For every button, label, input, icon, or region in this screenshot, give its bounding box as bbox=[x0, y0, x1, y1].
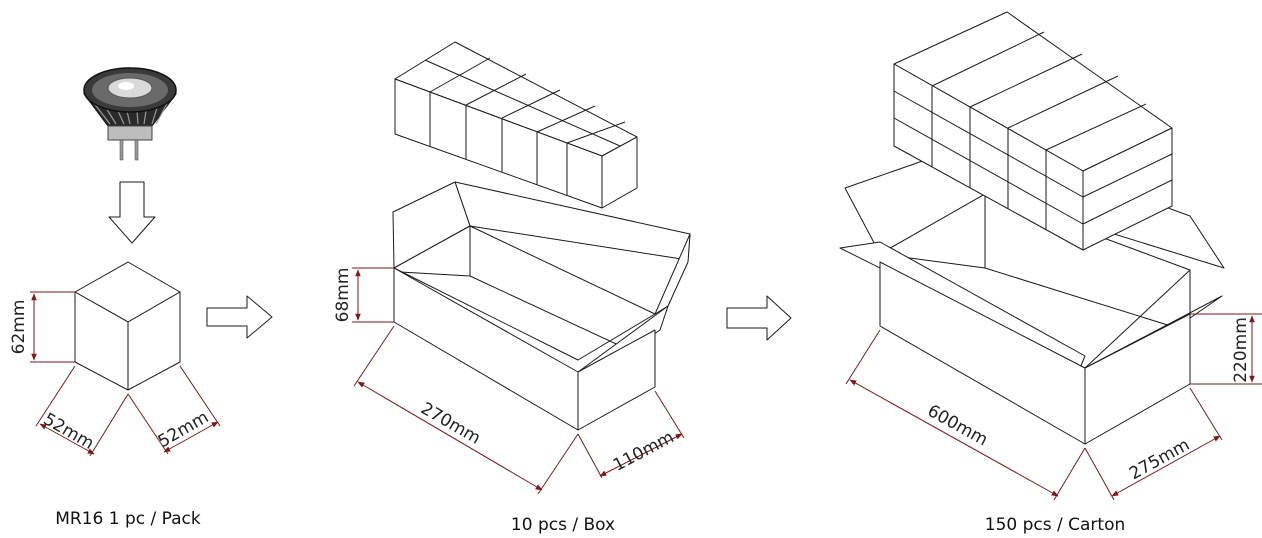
box-height-dimension: 68mm bbox=[333, 267, 394, 323]
carton-caption: 150 pcs / Carton bbox=[985, 515, 1126, 535]
pack-cube bbox=[74, 261, 181, 391]
pack-height-dimension: 62mm bbox=[9, 291, 75, 363]
carton-width-label: 275mm bbox=[1126, 435, 1193, 484]
box-height-label: 68mm bbox=[333, 268, 353, 323]
down-arrow-icon bbox=[108, 181, 156, 244]
box-pack-stack bbox=[394, 41, 638, 209]
right-arrow-icon bbox=[726, 295, 792, 341]
box-assembly bbox=[392, 181, 691, 431]
mr16-bulb-icon bbox=[83, 67, 177, 161]
carton-box-stack bbox=[893, 11, 1173, 251]
box-width-label: 110mm bbox=[610, 427, 677, 475]
pack-height-label: 62mm bbox=[9, 300, 29, 355]
carton-length-label: 600mm bbox=[924, 401, 991, 450]
carton-height-label: 220mm bbox=[1231, 317, 1251, 383]
carton-height-dimension: 220mm bbox=[1190, 313, 1262, 385]
pack-caption: MR16 1 pc / Pack bbox=[55, 509, 201, 529]
pack-depth-label: 52mm bbox=[40, 409, 97, 454]
box-caption: 10 pcs / Box bbox=[511, 515, 615, 535]
right-arrow-icon bbox=[206, 295, 273, 339]
box-length-label: 270mm bbox=[417, 399, 484, 449]
